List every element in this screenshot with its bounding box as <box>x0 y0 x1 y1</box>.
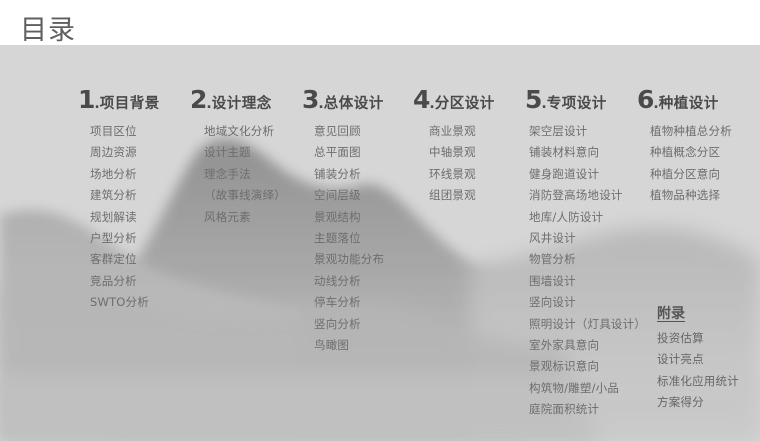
section-heading[interactable]: 6.种植设计 <box>637 87 732 115</box>
section-name: 设计理念 <box>211 96 272 112</box>
section-dot: . <box>94 96 100 112</box>
toc-item[interactable]: 理念手法 <box>204 166 251 181</box>
toc-item[interactable]: 周边资源 <box>90 145 137 160</box>
toc-item[interactable]: 室外家具意向 <box>529 337 600 352</box>
section-item-list: 架空层设计 铺装材料意向 健身跑道设计 消防登高场地设计 地库/人防设计 风井设… <box>529 121 646 420</box>
toc-item[interactable]: 竖向设计 <box>529 295 576 310</box>
toc-item[interactable]: 投资估算 <box>657 331 704 345</box>
toc-item[interactable]: 植物种植总分析 <box>650 124 732 138</box>
page-title: 目录 <box>20 15 76 46</box>
toc-item[interactable]: 植物品种选择 <box>650 188 721 203</box>
toc-item[interactable]: 场地分析 <box>90 166 137 181</box>
toc-item[interactable]: 消防登高场地设计 <box>529 188 623 203</box>
section-item-list: 商业景观 中轴景观 环线景观 组团景观 <box>429 121 495 207</box>
section-name: 总体设计 <box>323 96 384 112</box>
toc-item[interactable]: 竖向分析 <box>314 316 361 331</box>
appendix-item-list: 投资估算 设计亮点 标准化应用统计 方案得分 <box>657 328 739 414</box>
toc-item[interactable]: 动线分析 <box>314 273 361 288</box>
toc-item[interactable]: 项目区位 <box>90 124 137 138</box>
section-number: 5 <box>525 85 542 114</box>
toc-item[interactable]: （故事线演绎） <box>204 188 286 203</box>
section-name: 分区设计 <box>434 96 495 112</box>
toc-item[interactable]: SWTO分析 <box>90 295 149 310</box>
section-number: 4 <box>413 85 430 114</box>
toc-item[interactable]: 铺装分析 <box>314 166 361 181</box>
toc-item[interactable]: 物管分析 <box>529 252 576 267</box>
section-special-design: 5.专项设计 架空层设计 铺装材料意向 健身跑道设计 消防登高场地设计 地库/人… <box>525 87 646 420</box>
toc-item[interactable]: 建筑分析 <box>90 188 137 203</box>
section-heading[interactable]: 3.总体设计 <box>302 87 384 115</box>
section-number: 1 <box>78 85 95 114</box>
ink-mountain-background <box>0 138 760 441</box>
toc-item[interactable]: 设计主题 <box>204 145 251 160</box>
toc-item[interactable]: 构筑物/雕塑/小品 <box>529 380 620 395</box>
section-name: 专项设计 <box>546 96 607 112</box>
toc-item[interactable]: 铺装材料意向 <box>529 145 600 160</box>
toc-item[interactable]: 地域文化分析 <box>204 124 275 138</box>
toc-item[interactable]: 竞品分析 <box>90 273 137 288</box>
toc-item[interactable]: 中轴景观 <box>429 145 476 160</box>
toc-item[interactable]: 健身跑道设计 <box>529 166 600 181</box>
toc-item[interactable]: 地库/人防设计 <box>529 209 604 224</box>
toc-item[interactable]: 规划解读 <box>90 209 137 224</box>
toc-item[interactable]: 照明设计（灯具设计） <box>529 316 646 331</box>
toc-item[interactable]: 户型分析 <box>90 230 137 245</box>
toc-item[interactable]: 景观功能分布 <box>314 252 385 267</box>
toc-item[interactable]: 环线景观 <box>429 166 476 181</box>
section-item-list: 地域文化分析 设计主题 理念手法 （故事线演绎） 风格元素 <box>204 121 286 228</box>
toc-item[interactable]: 风格元素 <box>204 209 251 224</box>
section-zone-design: 4.分区设计 商业景观 中轴景观 环线景观 组团景观 <box>413 87 495 207</box>
toc-item[interactable]: 方案得分 <box>657 395 704 410</box>
toc-item[interactable]: 风井设计 <box>529 230 576 245</box>
toc-item[interactable]: 种植分区意向 <box>650 166 721 181</box>
toc-item[interactable]: 商业景观 <box>429 124 476 138</box>
section-name: 种植设计 <box>658 96 719 112</box>
section-appendix: 附录 投资估算 设计亮点 标准化应用统计 方案得分 <box>657 302 739 414</box>
section-dot: . <box>653 96 659 112</box>
toc-item[interactable]: 意见回顾 <box>314 124 361 138</box>
section-heading[interactable]: 4.分区设计 <box>413 87 495 115</box>
toc-item[interactable]: 景观标识意向 <box>529 359 600 374</box>
toc-item[interactable]: 围墙设计 <box>529 273 576 288</box>
section-item-list: 植物种植总分析 种植概念分区 种植分区意向 植物品种选择 <box>650 121 732 207</box>
toc-item[interactable]: 组团景观 <box>429 188 476 203</box>
section-dot: . <box>429 96 435 112</box>
section-heading[interactable]: 1.项目背景 <box>78 87 160 115</box>
section-overall-design: 3.总体设计 意见回顾 总平面图 铺装分析 空间层级 景观结构 主题落位 景观功… <box>302 87 384 356</box>
toc-item[interactable]: 总平面图 <box>314 145 361 160</box>
section-planting-design: 6.种植设计 植物种植总分析 种植概念分区 种植分区意向 植物品种选择 <box>637 87 732 207</box>
toc-item[interactable]: 停车分析 <box>314 295 361 310</box>
section-dot: . <box>541 96 547 112</box>
toc-item[interactable]: 主题落位 <box>314 230 361 245</box>
section-item-list: 意见回顾 总平面图 铺装分析 空间层级 景观结构 主题落位 景观功能分布 动线分… <box>314 121 384 356</box>
section-number: 6 <box>637 85 654 114</box>
toc-item[interactable]: 设计亮点 <box>657 352 704 367</box>
section-item-list: 项目区位 周边资源 场地分析 建筑分析 规划解读 户型分析 客群定位 竞品分析 … <box>90 121 160 314</box>
section-dot: . <box>206 96 212 112</box>
section-heading[interactable]: 5.专项设计 <box>525 87 646 115</box>
toc-item[interactable]: 架空层设计 <box>529 124 588 138</box>
section-name: 项目背景 <box>99 96 160 112</box>
toc-item[interactable]: 标准化应用统计 <box>657 373 739 388</box>
toc-item[interactable]: 种植概念分区 <box>650 145 721 160</box>
section-number: 3 <box>302 85 319 114</box>
section-heading[interactable]: 2.设计理念 <box>190 87 286 115</box>
appendix-heading[interactable]: 附录 <box>657 306 685 322</box>
toc-item[interactable]: 景观结构 <box>314 209 361 224</box>
section-dot: . <box>318 96 324 112</box>
toc-item[interactable]: 庭院面积统计 <box>529 402 600 417</box>
toc-item[interactable]: 空间层级 <box>314 188 361 203</box>
toc-item[interactable]: 客群定位 <box>90 252 137 267</box>
section-project-background: 1.项目背景 项目区位 周边资源 场地分析 建筑分析 规划解读 户型分析 客群定… <box>78 87 160 314</box>
section-design-concept: 2.设计理念 地域文化分析 设计主题 理念手法 （故事线演绎） 风格元素 <box>190 87 286 228</box>
section-number: 2 <box>190 85 207 114</box>
toc-panel: 1.项目背景 项目区位 周边资源 场地分析 建筑分析 规划解读 户型分析 客群定… <box>0 45 760 441</box>
toc-item[interactable]: 鸟瞰图 <box>314 337 350 352</box>
